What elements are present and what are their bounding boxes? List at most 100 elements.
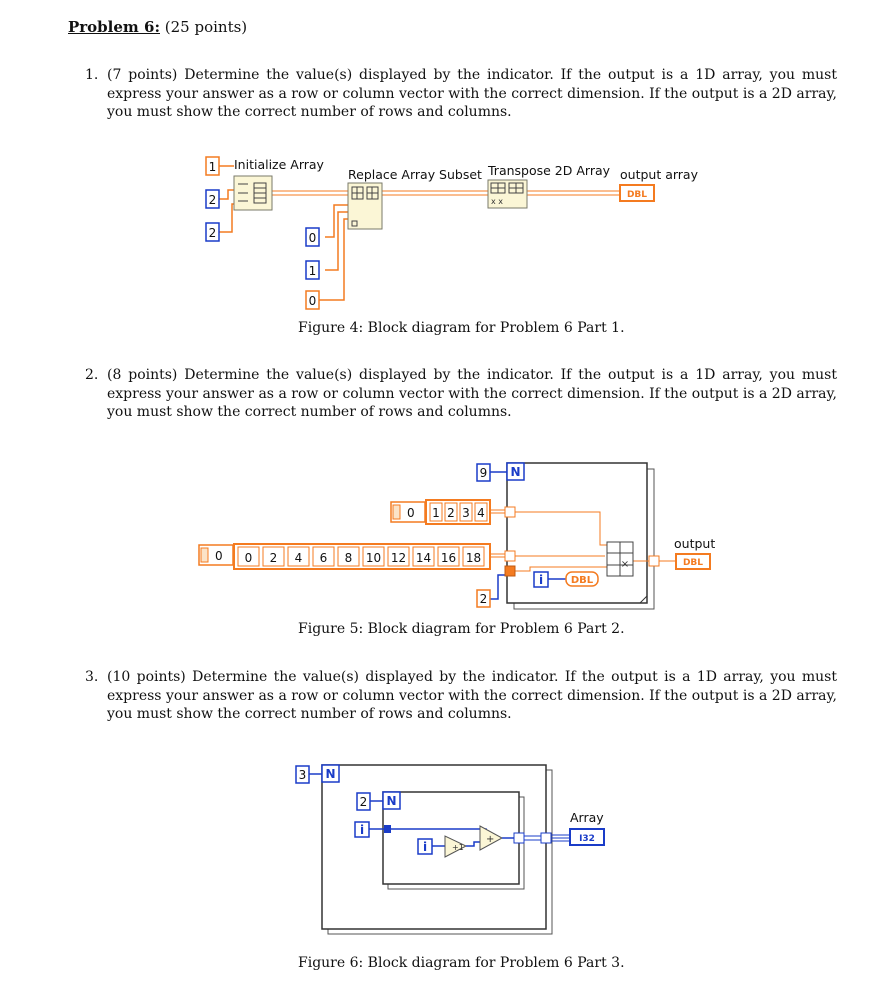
const-dim2-value: 2 — [209, 226, 217, 240]
question-3: 3. (10 points) Determine the value(s) di… — [85, 668, 837, 724]
const-2 — [476, 589, 491, 608]
output-array-type: DBL — [627, 190, 647, 200]
array-cell-value: 2 — [447, 506, 455, 520]
inner-n-label: N — [386, 794, 396, 808]
outer-iteration-label: i — [360, 823, 364, 837]
array-indicator — [569, 828, 605, 846]
array-cell-value: 0 — [245, 551, 253, 565]
replace-array-subset-label: Replace Array Subset — [348, 167, 482, 182]
inner-count-value: 2 — [360, 795, 368, 809]
transpose-node — [487, 179, 528, 209]
array2-index-value: 0 — [215, 549, 223, 563]
iteration-label: i — [539, 573, 543, 587]
problem-heading: Problem 6: (25 points) — [68, 18, 247, 37]
add-node — [479, 825, 504, 851]
multiply-icon: × — [621, 559, 629, 570]
const-index-row — [305, 227, 320, 247]
array2-tunnel — [504, 550, 516, 562]
array-cell — [287, 546, 310, 567]
array-cell-value: 14 — [416, 551, 431, 565]
const-element — [205, 156, 220, 176]
array-cell — [437, 546, 460, 567]
const-dim2 — [205, 222, 220, 242]
array-cell-value: 8 — [345, 551, 353, 565]
array-cell-value: 6 — [320, 551, 328, 565]
const-index-col-value: 1 — [309, 264, 317, 278]
outer-output-tunnel — [540, 832, 552, 844]
array-label: Array — [570, 810, 604, 825]
initialize-array-label: Initialize Array — [234, 157, 325, 172]
array-cell — [459, 502, 473, 522]
add-label: + — [486, 834, 494, 845]
const-new-element-value: 0 — [309, 294, 317, 308]
loop-count-value: 9 — [480, 466, 488, 480]
const-dim1-value: 2 — [209, 193, 217, 207]
array-cell-value: 4 — [477, 506, 485, 520]
array-cell-value: 4 — [295, 551, 303, 565]
array-type: I32 — [579, 834, 595, 844]
question-number: 1. — [85, 67, 99, 83]
array1-index-value: 0 — [407, 506, 415, 520]
outer-n-terminal — [321, 764, 340, 783]
output-tunnel — [648, 555, 660, 567]
outer-i-tunnel — [384, 825, 391, 833]
inner-output-tunnel — [513, 832, 525, 844]
figure-6-caption: Figure 6: Block diagram for Problem 6 Pa… — [298, 955, 625, 971]
array-cell — [474, 502, 488, 522]
array-cell — [387, 546, 410, 567]
array-cell — [237, 546, 260, 567]
array-cell — [337, 546, 360, 567]
figure-5-caption: Figure 5: Block diagram for Problem 6 Pa… — [298, 621, 625, 637]
question-number: 2. — [85, 367, 99, 383]
array-cell-value: 2 — [270, 551, 278, 565]
array-cell-value: 12 — [391, 551, 406, 565]
output-indicator — [675, 553, 711, 570]
array-cell — [362, 546, 385, 567]
const-index-col — [305, 260, 320, 280]
for-loop — [506, 462, 648, 604]
array-cell — [412, 546, 435, 567]
array-cell — [262, 546, 285, 567]
outer-n-label: N — [325, 767, 335, 781]
question-text: (8 points) Determine the value(s) displa… — [107, 367, 837, 420]
array-cell — [444, 502, 458, 522]
outer-count-value: 3 — [299, 768, 307, 782]
array-cell — [462, 546, 485, 567]
increment-node — [444, 835, 468, 858]
const-dim1 — [205, 189, 220, 209]
array-cell-value: 18 — [466, 551, 481, 565]
initialize-array-icon — [238, 182, 267, 204]
output-array-label: output array — [620, 167, 699, 182]
to-dbl-label: DBL — [571, 575, 594, 586]
array-cell-value: 3 — [462, 506, 470, 520]
transpose-sub-icon: x x — [491, 197, 503, 206]
loop-n-label: N — [510, 465, 520, 479]
question-1: 1. (7 points) Determine the value(s) dis… — [85, 66, 837, 122]
inner-iteration-label: i — [423, 840, 427, 854]
array1-tunnel — [504, 506, 516, 518]
figure-4-caption: Figure 4: Block diagram for Problem 6 Pa… — [298, 320, 625, 336]
const2-tunnel — [504, 565, 516, 577]
output-label: output — [674, 536, 715, 551]
replace-array-subset-icon — [351, 186, 379, 227]
problem-title: Problem 6: — [68, 18, 160, 36]
to-dbl-node — [565, 571, 599, 587]
loop-n-terminal — [506, 462, 525, 481]
const-element-value: 1 — [209, 160, 217, 174]
inner-n-terminal — [382, 791, 401, 810]
output-type: DBL — [683, 558, 703, 568]
problem-points: (25 points) — [164, 18, 248, 36]
question-text: (10 points) Determine the value(s) displ… — [107, 669, 837, 722]
output-array-indicator — [619, 184, 655, 202]
array-cell-value: 16 — [441, 551, 456, 565]
array-cell-value: 10 — [366, 551, 381, 565]
transpose-label: Transpose 2D Array — [487, 163, 611, 178]
const-new-element — [305, 290, 320, 310]
increment-label: +1 — [452, 843, 464, 852]
array-cell-value: 1 — [432, 506, 440, 520]
question-number: 3. — [85, 669, 99, 685]
const-index-row-value: 0 — [309, 231, 317, 245]
